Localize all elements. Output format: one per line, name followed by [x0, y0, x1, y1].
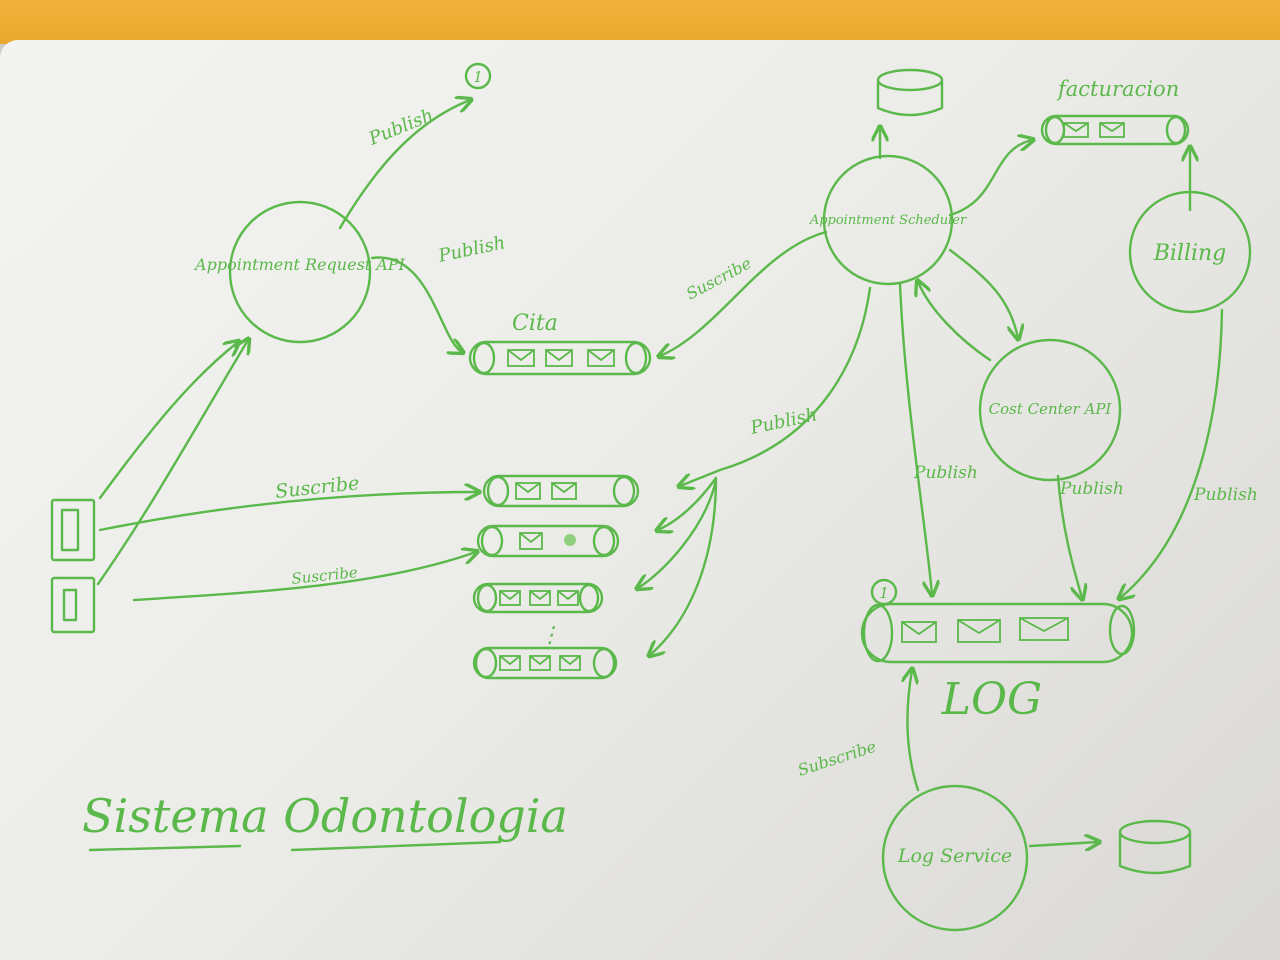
queue-patient-2	[476, 524, 620, 558]
edge-fanout-queue-2	[658, 476, 718, 530]
queue-label-facturacion: facturacion	[1056, 77, 1179, 101]
queue-ellipsis: ⋮	[539, 623, 561, 648]
queue-patient-1	[482, 474, 640, 508]
client-device-2	[50, 576, 96, 634]
publish-marker-number: 1	[473, 68, 483, 86]
edge-device2-to-request-api	[96, 340, 248, 586]
edge-cost-center-to-scheduler	[918, 282, 992, 362]
node-label-cost-center-api: Cost Center API	[989, 400, 1113, 418]
queue-cita	[468, 340, 652, 376]
edge-scheduler-suscribe-cita	[660, 230, 828, 356]
edge-label-subscribe-log-service: Subscribe	[795, 737, 878, 780]
node-label-billing: Billing	[1153, 241, 1227, 266]
edge-cost-center-publish-log	[1056, 474, 1082, 598]
edge-label-publish-queues: Publish	[748, 404, 819, 439]
edge-label-publish-scheduler-log: Publish	[913, 463, 978, 483]
node-appointment-request-api	[228, 200, 372, 344]
node-appointment-scheduler	[822, 154, 954, 286]
node-billing	[1128, 190, 1252, 314]
edge-scheduler-publish-queues	[680, 286, 872, 486]
title-underline	[88, 840, 502, 852]
edge-scheduler-publish-log	[898, 282, 932, 594]
edge-log-service-subscribe	[907, 670, 918, 792]
edge-log-service-to-db	[1028, 842, 1098, 846]
edge-label-suscribe-2: Suscribe	[291, 563, 359, 588]
queue-label-cita: Cita	[512, 311, 558, 336]
node-label-appointment-scheduler: Appointment Scheduler	[809, 213, 967, 228]
queue-facturacion	[1040, 114, 1190, 146]
edge-device1-to-request-api	[98, 342, 238, 500]
client-device-1	[50, 498, 96, 562]
edge-label-suscribe-scheduler: Suscribe	[683, 253, 755, 303]
edge-billing-publish-log	[1120, 308, 1224, 598]
board-frame-strip	[0, 0, 1280, 44]
edge-label-suscribe-1: Suscribe	[274, 472, 360, 503]
edge-label-publish-costcenter-log: Publish	[1059, 479, 1124, 499]
node-label-log-service: Log Service	[897, 845, 1012, 867]
edge-label-publish-billing-log: Publish	[1193, 485, 1258, 505]
edge-device1-suscribe-queue	[98, 492, 478, 532]
publish-marker-badge	[464, 62, 492, 90]
queue-log	[860, 602, 1136, 664]
edge-fanout-queue-n	[650, 480, 718, 655]
log-marker-number: 1	[879, 584, 889, 602]
node-log-service	[881, 784, 1029, 932]
diagram-title: Sistema Odontologia	[82, 789, 568, 843]
queue-patient-n	[472, 646, 618, 680]
edge-scheduler-to-facturacion	[948, 140, 1032, 217]
queue-patient-3	[472, 582, 604, 614]
edge-label-publish-cita: Publish	[436, 232, 507, 267]
edge-fanout-queue-3	[638, 478, 718, 588]
node-cost-center-api	[978, 338, 1122, 482]
database-scheduler-icon	[876, 68, 944, 117]
edge-label-publish-top: Publish	[365, 105, 436, 150]
edge-device2-suscribe-queue	[132, 552, 476, 602]
queue-label-log: LOG	[941, 674, 1042, 725]
database-log-icon	[1118, 819, 1192, 875]
edge-request-api-publish-top	[338, 100, 470, 230]
whiteboard	[0, 40, 1280, 960]
edge-request-api-to-cita	[370, 256, 462, 352]
node-label-appointment-request-api: Appointment Request API	[193, 255, 406, 274]
edge-scheduler-to-cost-center	[948, 248, 1018, 338]
